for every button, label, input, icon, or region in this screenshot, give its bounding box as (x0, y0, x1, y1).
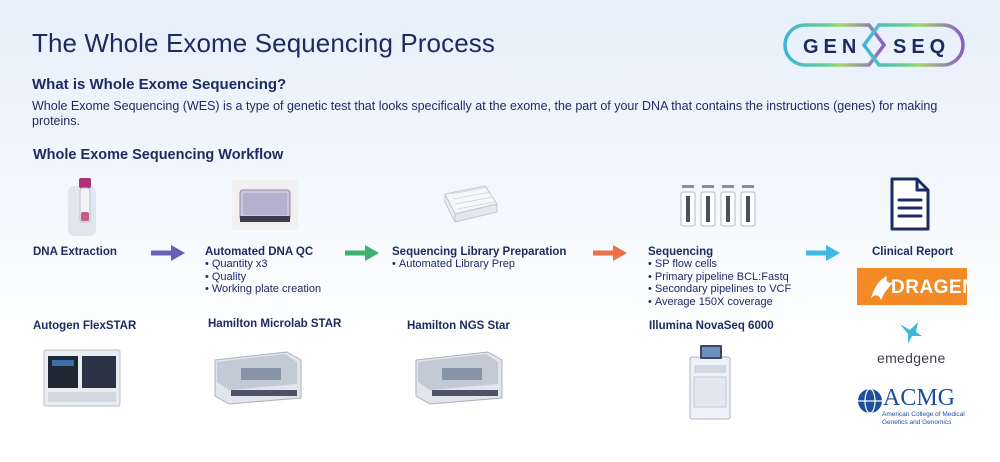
instrument-hamilton-microlab: Hamilton Microlab STAR (208, 318, 342, 330)
intro-text: Whole Exome Sequencing (WES) is a type o… (32, 99, 938, 128)
report-document-icon (890, 177, 930, 231)
list-item: Quantity x3 (205, 258, 321, 271)
step-title-dna-qc: Automated DNA QC (205, 246, 314, 258)
ngs-star-machine-image (415, 351, 503, 405)
library-plate-image (444, 185, 498, 223)
list-item: Quality (205, 271, 321, 284)
genseq-logo: GEN SEQ (783, 23, 965, 67)
list-item: SP flow cells (648, 258, 791, 271)
workflow-heading: Whole Exome Sequencing Workflow (33, 147, 284, 163)
library-prep-bullets: Automated Library Prep (392, 258, 566, 271)
list-item: Automated Library Prep (392, 258, 566, 271)
flexstar-machine-image (43, 349, 121, 407)
dragon-icon (871, 276, 893, 300)
step-sequencing: Sequencing SP flow cells Primary pipelin… (648, 246, 791, 308)
list-item: Primary pipeline BCL:Fastq (648, 271, 791, 284)
dna-tube-image (68, 178, 96, 236)
list-item: Secondary pipelines to VCF (648, 283, 791, 296)
flow-cells-image (680, 185, 756, 227)
logo-seq-text: SEQ (893, 36, 950, 58)
list-item: Average 150X coverage (648, 296, 791, 309)
step-title-dna-extraction: DNA Extraction (33, 246, 117, 258)
instrument-autogen-flexstar: Autogen FlexSTAR (33, 320, 137, 332)
sequencing-bullets: SP flow cells Primary pipeline BCL:Fastq… (648, 258, 791, 308)
dragen-logo: DRAGEN (857, 268, 976, 305)
dna-qc-bullets: Quantity x3 Quality Working plate creati… (205, 258, 321, 296)
arrow-right-icon (345, 245, 379, 261)
logo-gen-text: GEN (803, 36, 861, 58)
dna-plate-image (232, 180, 298, 230)
instrument-hamilton-ngs: Hamilton NGS Star (407, 320, 510, 332)
arrow-right-icon (593, 245, 627, 261)
list-item: Working plate creation (205, 283, 321, 296)
hummingbird-icon (900, 322, 922, 344)
acmg-subtitle-line2: Genetics and Genomics (882, 419, 952, 426)
emedgene-logo-text: emedgene (877, 350, 946, 366)
novaseq-machine-image (689, 345, 731, 420)
instrument-illumina-novaseq: Illumina NovaSeq 6000 (649, 320, 774, 332)
acmg-subtitle: American College of Medical Genetics and… (882, 411, 965, 427)
acmg-subtitle-line1: American College of Medical (882, 411, 965, 418)
step-title-clinical-report: Clinical Report (872, 246, 954, 258)
dragen-text: DRAGEN (891, 277, 977, 298)
arrow-right-icon (151, 245, 185, 261)
acmg-logo-text: ACMG (883, 385, 956, 411)
intro-heading: What is Whole Exome Sequencing? (32, 76, 287, 93)
step-title-library-prep: Sequencing Library Preparation (392, 246, 567, 258)
microlab-star-machine-image (214, 351, 302, 405)
step-automated-dna-qc: Automated DNA QC Quantity x3 Quality Wor… (205, 246, 321, 296)
page-title: The Whole Exome Sequencing Process (32, 28, 495, 58)
globe-icon (858, 388, 882, 414)
arrow-right-icon (806, 245, 840, 261)
step-title-sequencing: Sequencing (648, 246, 714, 258)
step-library-prep: Sequencing Library Preparation Automated… (392, 246, 566, 271)
